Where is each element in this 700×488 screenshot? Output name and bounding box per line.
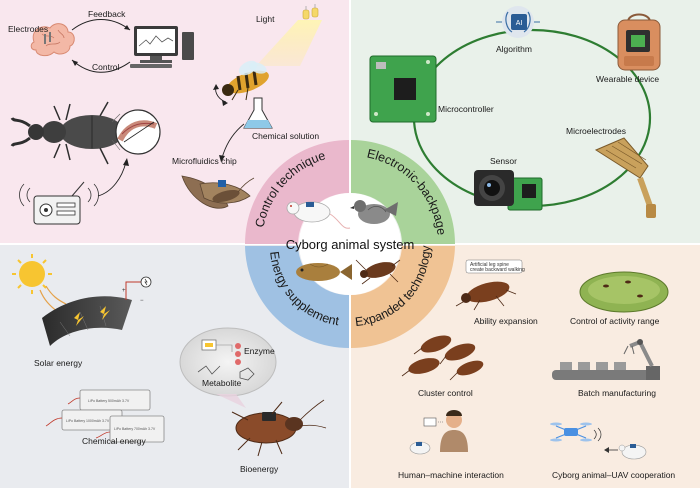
microcontroller-label: Microcontroller [438, 104, 494, 114]
enzyme-label: Enzyme [244, 346, 275, 356]
bioenergy-label: Bioenergy [240, 464, 279, 474]
svg-text:+: + [122, 288, 126, 294]
battery-1-label: LiPo Battery 500mAh 3.7V [88, 399, 130, 403]
metabolite-label: Metabolite [202, 378, 241, 388]
batch-manufacturing-label: Batch manufacturing [578, 388, 656, 398]
feedback-label: Feedback [88, 9, 126, 19]
microelectrodes-label: Microelectrodes [566, 126, 626, 136]
battery-3-label: LiPo Battery 700mAh 3.7V [114, 427, 156, 431]
battery-2-label: LiPo Battery 1000mAh 3.7V [66, 419, 110, 423]
center-title: Cyborg animal system [286, 237, 415, 252]
light-label: Light [256, 14, 275, 24]
ability-expansion-label: Ability expansion [474, 316, 538, 326]
rat-hmi-icon [410, 442, 430, 454]
sensor-label: Sensor [490, 156, 517, 166]
wearable-device-label: Wearable device [596, 74, 659, 84]
hmi-label: Human–machine interaction [398, 470, 504, 480]
activity-arena-icon [580, 272, 668, 312]
algorithm-label: Algorithm [496, 44, 532, 54]
leg-spine-note-line2: create backward walking [470, 267, 525, 273]
backpack-icon [618, 15, 660, 71]
microfluidics-chip-label: Microfluidics chip [172, 156, 237, 166]
svg-text:−: − [140, 298, 144, 304]
uav-cooperation-label: Cyborg animal–UAV cooperation [552, 470, 675, 480]
control-label: Control [92, 62, 120, 72]
svg-text:AI: AI [516, 20, 523, 27]
chemical-energy-label: Chemical energy [82, 436, 147, 446]
solar-energy-label: Solar energy [34, 358, 83, 368]
cluster-control-label: Cluster control [418, 388, 473, 398]
activity-range-label: Control of activity range [570, 316, 660, 326]
chemical-solution-label: Chemical solution [252, 131, 319, 141]
microcontroller-board-icon [370, 56, 436, 122]
muscle-zoom-icon [116, 110, 160, 154]
electrodes-label: Electrodes [8, 24, 48, 34]
